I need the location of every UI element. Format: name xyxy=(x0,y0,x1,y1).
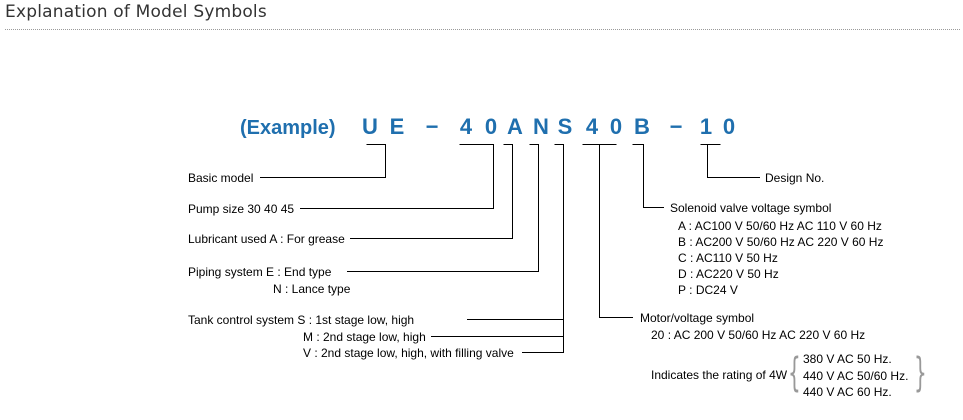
rating-option-440-5060: 440 V AC 50/60 Hz. xyxy=(803,369,909,383)
option-text: AC200 V 50/60 Hz AC 220 V 60 Hz xyxy=(695,235,884,249)
option-code: P xyxy=(678,283,686,297)
solenoid-option-d: D : AC220 V 50 Hz xyxy=(678,267,779,281)
option-code: 20 xyxy=(651,328,665,342)
stem-design xyxy=(707,144,760,178)
rating-option-380: 380 V AC 50 Hz. xyxy=(803,352,892,366)
model-char-e: E xyxy=(389,114,405,139)
label-design-no: Design No. xyxy=(765,171,825,185)
bracket-tank xyxy=(522,144,564,353)
bracket-piping xyxy=(347,144,539,272)
label-rating: Indicates the rating of 4W xyxy=(651,368,788,382)
label-motor-title: Motor/voltage symbol xyxy=(640,311,755,325)
bracket-basic-model xyxy=(260,144,386,178)
label-piping-e: Piping system E : End type xyxy=(188,265,332,279)
option-text: AC 200 V 50/60 Hz AC 220 V 60 Hz xyxy=(673,328,866,342)
model-char-u: U xyxy=(362,114,378,139)
model-char-n: N xyxy=(533,114,549,139)
label-solenoid-title: Solenoid valve voltage symbol xyxy=(670,201,832,215)
option-code: C xyxy=(678,251,687,265)
model-char-4: 4 xyxy=(459,114,473,139)
model-char-0: 0 xyxy=(484,114,498,139)
model-char-a: A xyxy=(507,114,523,139)
solenoid-option-c: C : AC110 V 50 Hz xyxy=(678,251,778,265)
solenoid-option-a: A : AC100 V 50/60 Hz AC 110 V 60 Hz xyxy=(678,219,882,233)
label-tank-m: M : 2nd stage low, high xyxy=(303,330,426,344)
page-heading: Explanation of Model Symbols xyxy=(5,2,267,22)
right-brace: } xyxy=(914,350,927,396)
motor-option-20: 20 : AC 200 V 50/60 Hz AC 220 V 60 Hz xyxy=(651,328,866,342)
label-pump-size: Pump size 30 40 45 xyxy=(188,202,295,216)
bracket-lubricant xyxy=(350,144,513,239)
label-tank-v: V : 2nd stage low, high, with filling va… xyxy=(303,346,514,360)
option-text: DC24 V xyxy=(695,283,738,297)
label-lubricant: Lubricant used A : For grease xyxy=(188,232,345,246)
model-char-0c: 0 xyxy=(722,114,736,139)
option-code: A xyxy=(678,219,686,233)
rating-option-440-60: 440 V AC 60 Hz. xyxy=(803,385,892,399)
option-text: AC220 V 50 Hz xyxy=(696,267,779,281)
model-char-1: 1 xyxy=(699,114,713,139)
solenoid-option-p: P : DC24 V xyxy=(678,283,738,297)
bracket-solenoid xyxy=(632,144,664,208)
bracket-pump-size xyxy=(300,144,494,209)
option-text: AC110 V 50 Hz xyxy=(696,251,778,265)
model-char-4b: 4 xyxy=(585,114,599,139)
heading-divider xyxy=(5,29,960,30)
model-char-s: S xyxy=(557,114,573,139)
example-label: (Example) xyxy=(240,117,336,139)
label-tank-s: Tank control system S : 1st stage low, h… xyxy=(188,313,415,327)
model-char-dash-2: − xyxy=(669,114,683,139)
option-text: AC100 V 50/60 Hz AC 110 V 60 Hz xyxy=(694,219,882,233)
option-code: B xyxy=(678,235,687,249)
label-basic-model: Basic model xyxy=(188,171,254,185)
left-brace: { xyxy=(788,350,801,396)
stem-motor xyxy=(599,144,633,318)
model-char-b: B xyxy=(634,114,650,139)
solenoid-option-b: B : AC200 V 50/60 Hz AC 220 V 60 Hz xyxy=(678,235,884,249)
model-char-dash-1: − xyxy=(425,114,439,139)
option-code: D xyxy=(678,267,687,281)
label-piping-n: N : Lance type xyxy=(273,282,351,296)
model-char-0b: 0 xyxy=(609,114,623,139)
